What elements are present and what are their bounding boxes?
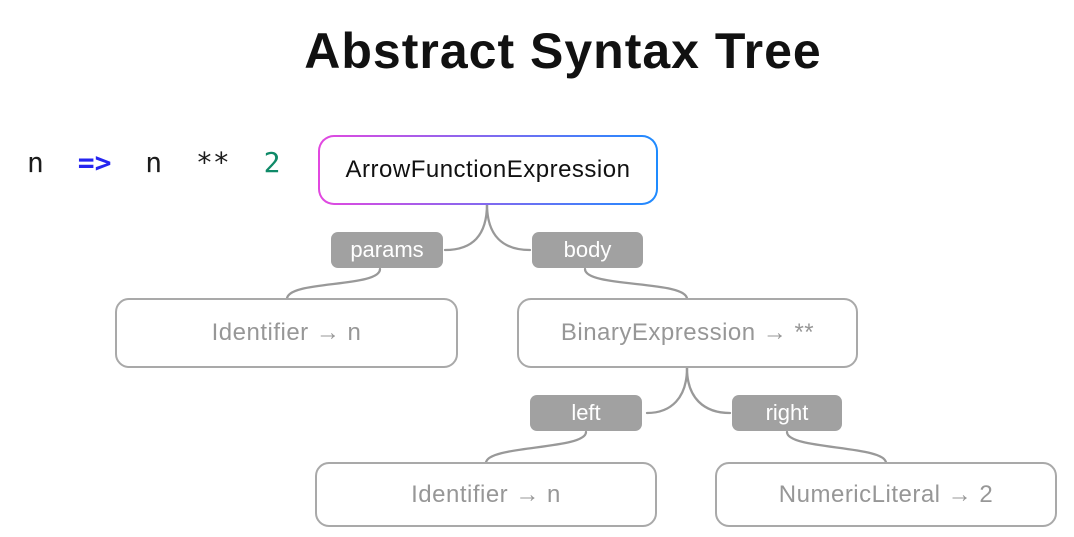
edge-right-to-numericliteral bbox=[785, 430, 888, 465]
edge-label-left: left bbox=[530, 395, 642, 431]
edge-label-params: params bbox=[331, 232, 443, 268]
code-token-identifier: n bbox=[27, 146, 44, 179]
ast-node-arrowfunctionexpression: ArrowFunctionExpression bbox=[318, 135, 658, 205]
edge-binaryexpression-to-left bbox=[645, 366, 689, 415]
edge-body-to-binaryexpression bbox=[583, 267, 689, 301]
edge-label-body: body bbox=[532, 232, 643, 268]
edge-root-to-body bbox=[485, 202, 532, 252]
code-token-identifier: n bbox=[145, 146, 163, 179]
ast-node-identifier-left: Identifier → n bbox=[315, 462, 657, 527]
ast-node-identifier-params: Identifier → n bbox=[115, 298, 458, 368]
edge-binaryexpression-to-right bbox=[685, 366, 732, 415]
ast-node-numericliteral-right: NumericLiteral → 2 bbox=[715, 462, 1057, 527]
edge-root-to-params bbox=[443, 202, 489, 252]
code-token-number: 2 bbox=[263, 146, 281, 179]
page-title: Abstract Syntax Tree bbox=[304, 23, 822, 79]
code-token-exponent-operator: ** bbox=[196, 146, 230, 179]
edge-left-to-identifier bbox=[484, 430, 588, 465]
edge-params-to-identifier bbox=[285, 267, 382, 301]
edge-label-right: right bbox=[732, 395, 842, 431]
code-snippet: n => n ** 2 bbox=[27, 146, 280, 179]
code-token-arrow-operator: => bbox=[77, 146, 112, 179]
ast-node-binaryexpression: BinaryExpression → ** bbox=[517, 298, 858, 368]
